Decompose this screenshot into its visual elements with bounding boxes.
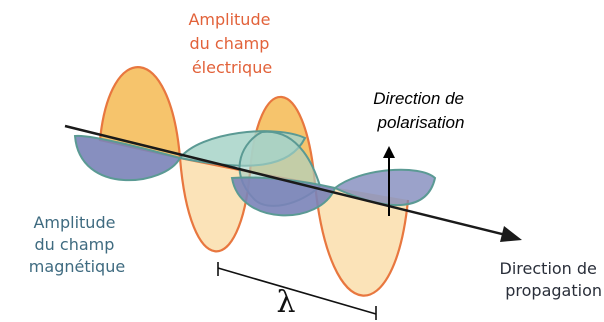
- propagation-arrowhead: [500, 226, 522, 242]
- electric-lobe-4: [313, 183, 410, 297]
- electric-lobe-1: [98, 66, 182, 160]
- wavelength-bracket: [217, 262, 377, 320]
- electric-amplitude-label: Amplitude du champ électrique: [188, 10, 275, 77]
- magnetic-amplitude-label: Amplitude du champ magnétique: [29, 213, 125, 276]
- magnetic-field-wave: [73, 130, 437, 217]
- wavelength-symbol: λ: [276, 285, 295, 320]
- propagation-axis: [64, 124, 522, 242]
- polarisation-direction-label: Direction de polarisation: [373, 89, 468, 132]
- propagation-direction-label: Direction de propagation: [500, 259, 602, 300]
- polarisation-arrow: [383, 146, 395, 216]
- magnetic-lobe-1: [73, 134, 182, 181]
